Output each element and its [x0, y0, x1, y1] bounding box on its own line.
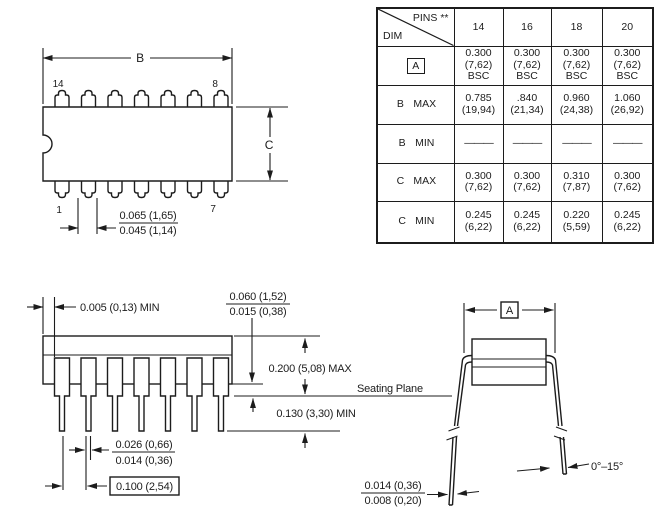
pin1-label: 1: [56, 205, 62, 216]
cell-cmin-20: 0.245 (6,22): [601, 200, 654, 244]
tip-thickness-min: 0.008 (0,20): [365, 495, 422, 507]
diagonal-divider: [378, 9, 453, 45]
dim-qualifier: MAX: [413, 97, 437, 110]
dim-header-label: DIM: [383, 30, 403, 42]
right-lead: [545, 354, 563, 427]
cell-bmax-20: 1.060 (26,92): [601, 84, 654, 125]
table-row-a: A 0.300 (7,62) BSC 0.300 (7,62) BSC 0.30…: [376, 45, 654, 86]
col-header-18: 18: [550, 7, 603, 47]
lead-width-min: 0.045 (1,14): [120, 225, 177, 237]
row-label-b-min: B MIN: [376, 123, 455, 164]
lead-thickness-min: 0.014 (0,36): [116, 455, 173, 467]
side-view: 0.005 (0,13) MIN 0.060 (1,52) 0.015 (0,3…: [27, 291, 452, 496]
cell-bmin-20: ———: [601, 123, 654, 164]
dim-qualifier: MAX: [413, 175, 437, 188]
cell-a-18: 0.300 (7,62) BSC: [550, 45, 603, 86]
pins-header-label: PINS **: [412, 12, 449, 24]
dimensions-table: PINS ** DIM 14 16 18 20 A 0.300 (7,62) B…: [376, 7, 654, 244]
top-view: B C 14 8 1 7 0.065 (1,65) 0.045 (1,14): [42, 48, 288, 237]
row-label-c-max: C MAX: [376, 162, 455, 202]
cell-cmax-18: 0.310 (7,87): [550, 162, 603, 202]
cell-a-16: 0.300 (7,62) BSC: [502, 45, 552, 86]
lead-width-max: 0.065 (1,65): [120, 210, 177, 222]
package-body-top-view: [42, 106, 233, 182]
tip-thickness-max: 0.014 (0,36): [365, 480, 422, 492]
shoulder-max: 0.060 (1,52): [230, 291, 287, 303]
edge-clearance-min: 0.005 (0,13) MIN: [80, 302, 160, 314]
cell-bmax-18: 0.960 (24,38): [550, 84, 603, 125]
dim-b-label: B: [136, 51, 144, 65]
table-row-c-min: C MIN 0.245 (6,22) 0.245 (6,22) 0.220 (5…: [376, 200, 654, 244]
dim-c-label: C: [265, 138, 274, 152]
table-row-c-max: C MAX 0.300 (7,62) 0.300 (7,62) 0.310 (7…: [376, 162, 654, 202]
table-header-row: PINS ** DIM 14 16 18 20: [376, 7, 654, 47]
pin7-label: 7: [210, 204, 216, 215]
seating-plane-label: Seating Plane: [357, 383, 423, 395]
pins-dim-header-cell: PINS ** DIM: [376, 7, 455, 47]
cell-cmax-16: 0.300 (7,62): [502, 162, 552, 202]
lead-angle: 0°–15°: [591, 461, 623, 473]
shoulder-min: 0.015 (0,38): [230, 306, 287, 318]
dim-qualifier: MIN: [415, 215, 435, 227]
cell-a-20: 0.300 (7,62) BSC: [601, 45, 654, 86]
col-header-16: 16: [502, 7, 552, 47]
table-row-b-max: B MAX 0.785 (19,94) .840 (21,34) 0.960 (…: [376, 84, 654, 125]
dim-letter: B: [398, 136, 406, 149]
cell-cmin-18: 0.220 (5,59): [550, 200, 603, 244]
cell-bmin-16: ———: [502, 123, 552, 164]
dim-a-label: A: [506, 305, 514, 317]
pin8-label: 8: [212, 79, 218, 90]
lead-length-min: 0.130 (3,30) MIN: [276, 408, 356, 420]
body-height-max: 0.200 (5,08) MAX: [268, 363, 352, 375]
cell-bmin-18: ———: [550, 123, 603, 164]
row-label-b-max: B MAX: [376, 84, 455, 125]
col-header-20: 20: [601, 7, 654, 47]
lead-thickness-max: 0.026 (0,66): [116, 439, 173, 451]
col-header-14: 14: [453, 7, 504, 47]
cell-bmax-14: 0.785 (19,94): [453, 84, 504, 125]
row-label-c-min: C MIN: [376, 200, 455, 244]
dim-letter: B: [396, 97, 404, 110]
left-lead: [453, 354, 473, 427]
pin14-label: 14: [53, 79, 64, 90]
lead-pitch: 0.100 (2,54): [116, 481, 173, 493]
dim-letter: C: [396, 175, 405, 188]
boxed-a-label: A: [406, 57, 425, 74]
cell-cmax-20: 0.300 (7,62): [601, 162, 654, 202]
cell-cmax-14: 0.300 (7,62): [453, 162, 504, 202]
cell-a-14: 0.300 (7,62) BSC: [453, 45, 504, 86]
dim-letter: C: [398, 215, 406, 227]
cell-cmin-16: 0.245 (6,22): [502, 200, 552, 244]
dim-qualifier: MIN: [415, 136, 435, 149]
package-body-end-view: [471, 338, 547, 386]
cell-cmin-14: 0.245 (6,22): [453, 200, 504, 244]
row-label-a: A: [376, 45, 455, 86]
end-view: A 0°–15° 0.014 (0,36) 0.008 (0,20): [361, 301, 623, 507]
cell-bmax-16: .840 (21,34): [502, 84, 552, 125]
cell-bmin-14: ———: [453, 123, 504, 164]
table-row-b-min: B MIN ——— ——— ——— ———: [376, 123, 654, 164]
